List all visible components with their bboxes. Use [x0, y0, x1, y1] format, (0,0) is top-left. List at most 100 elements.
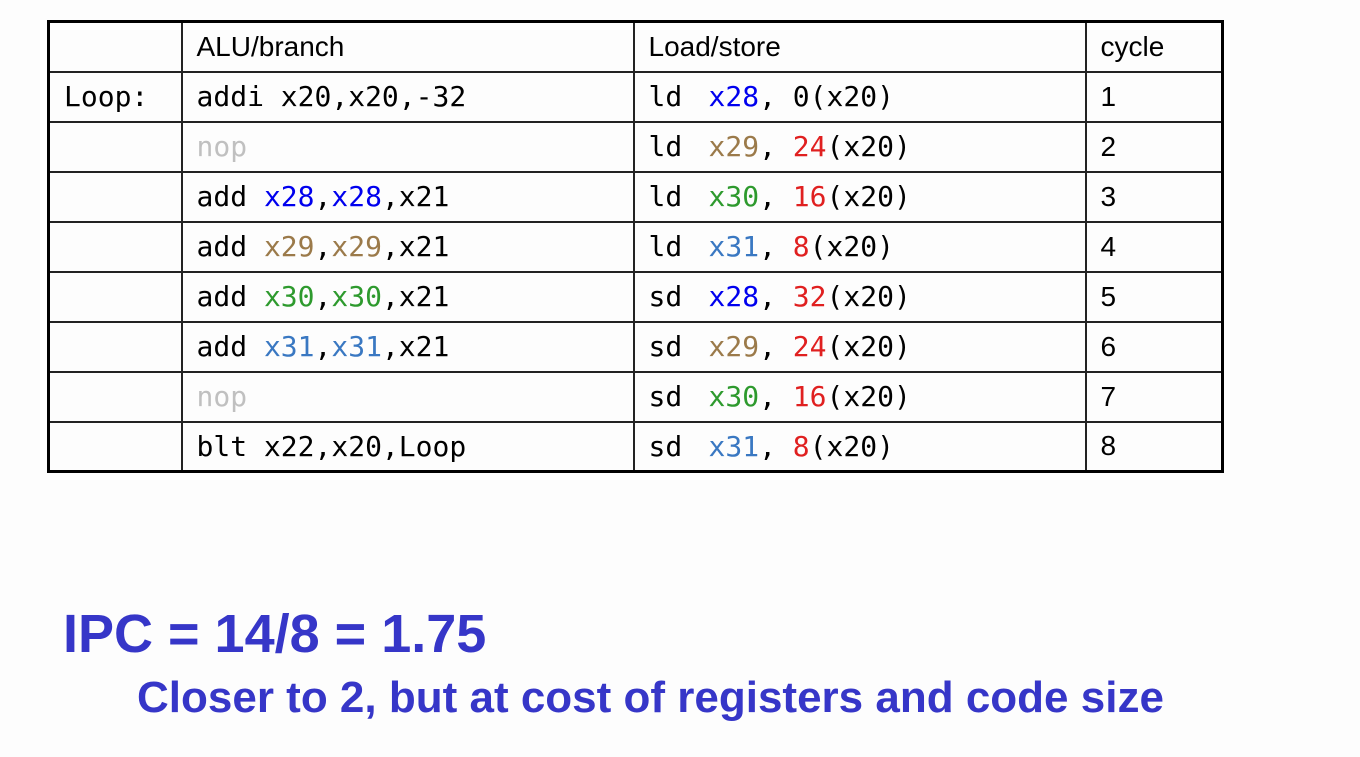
- load-store-cell: ld x30, 16(x20): [632, 170, 1087, 223]
- table-header-row: ALU/branch Load/store cycle: [47, 20, 1224, 73]
- load-store-operand-part: ,: [759, 230, 793, 263]
- ipc-formula: IPC = 14/8 = 1.75: [63, 604, 487, 664]
- alu-branch-cell: nop: [180, 120, 635, 173]
- load-store-operand-part: 32: [792, 280, 827, 313]
- cycle-cell: 3: [1084, 170, 1224, 223]
- alu-instruction-part: x31: [263, 330, 315, 363]
- alu-instruction-part: x30: [331, 280, 382, 313]
- load-store-operand-part: 8: [792, 429, 810, 463]
- loop-label-cell: [47, 370, 183, 423]
- cycle-cell: 6: [1084, 320, 1224, 373]
- alu-instruction-part: x29: [263, 230, 315, 263]
- load-store-operand-part: (x20): [826, 280, 911, 313]
- load-store-opcode: ld: [648, 180, 683, 213]
- alu-instruction-part: add: [196, 280, 264, 313]
- loop-label-cell: [47, 270, 183, 323]
- alu-instruction-part: ,x21: [381, 330, 450, 363]
- header-alu-branch: ALU/branch: [180, 20, 635, 73]
- load-store-opcode: sd: [648, 380, 683, 413]
- load-store-operand-part: (x20): [826, 180, 911, 213]
- alu-branch-cell: add x30,x30,x21: [180, 270, 635, 323]
- alu-instruction-part: ,: [314, 180, 332, 213]
- load-store-operand-part: (x20): [809, 230, 894, 263]
- load-store-operand-part: 0(x20): [792, 80, 894, 113]
- alu-instruction-part: x31: [331, 330, 382, 363]
- load-store-operand-part: (x20): [826, 380, 911, 413]
- load-store-operand-part: ,: [759, 380, 793, 413]
- loop-label-cell: [47, 170, 183, 223]
- load-store-cell: sd x30, 16(x20): [632, 370, 1087, 423]
- load-store-operand-part: 24: [792, 330, 827, 363]
- load-store-operand-part: x30: [708, 180, 760, 213]
- table-row: Loop: addi x20,x20,-32 ld x28, 0(x20) 1: [47, 70, 1224, 123]
- cycle-cell: 8: [1084, 420, 1224, 473]
- alu-instruction-part: ,: [314, 330, 332, 363]
- alu-branch-cell: add x29,x29,x21: [180, 220, 635, 273]
- load-store-operand-part: (x20): [809, 429, 894, 463]
- load-store-operand-part: 16: [792, 380, 827, 413]
- alu-instruction-part: ,x21: [381, 280, 450, 313]
- load-store-cell: ld x28, 0(x20): [632, 70, 1087, 123]
- load-store-opcode: ld: [648, 230, 683, 263]
- load-store-operand-part: x29: [708, 330, 760, 363]
- load-store-operand-part: 16: [792, 180, 827, 213]
- load-store-operand-part: ,: [759, 80, 793, 113]
- load-store-cell: sd x29, 24(x20): [632, 320, 1087, 373]
- schedule-body: Loop: addi x20,x20,-32 ld x28, 0(x20) 1 nop ld…: [47, 70, 1224, 473]
- load-store-operand-part: ,: [759, 180, 793, 213]
- loop-label-cell: [47, 420, 183, 473]
- cycle-cell: 5: [1084, 270, 1224, 323]
- load-store-operand-part: x29: [708, 130, 760, 163]
- load-store-operand-part: 24: [792, 130, 827, 163]
- load-store-opcode: sd: [648, 330, 683, 363]
- header-cycle: cycle: [1084, 20, 1224, 73]
- load-store-opcode: ld: [648, 80, 683, 113]
- alu-branch-cell: blt x22,x20,Loop: [180, 420, 635, 473]
- alu-branch-cell: add x28,x28,x21: [180, 170, 635, 223]
- alu-branch-cell: add x31,x31,x21: [180, 320, 635, 373]
- load-store-operand-part: ,: [759, 429, 793, 463]
- loop-label-cell: Loop:: [47, 70, 183, 123]
- alu-instruction-part: ,: [314, 230, 332, 263]
- alu-instruction-part: nop: [196, 380, 248, 413]
- alu-branch-cell: nop: [180, 370, 635, 423]
- cycle-cell: 1: [1084, 70, 1224, 123]
- load-store-operand-part: 8: [792, 230, 810, 263]
- load-store-operand-part: x30: [708, 380, 760, 413]
- alu-instruction-part: addi x20,x20,-32: [196, 80, 467, 113]
- load-store-operand-part: (x20): [826, 130, 911, 163]
- alu-instruction-part: x28: [331, 180, 382, 213]
- header-load-store: Load/store: [632, 20, 1087, 73]
- alu-instruction-part: ,: [314, 280, 332, 313]
- alu-instruction-part: add: [196, 330, 264, 363]
- alu-instruction-part: x28: [263, 180, 315, 213]
- loop-label-cell: [47, 120, 183, 173]
- table-row: nop sd x30, 16(x20) 7: [47, 370, 1224, 423]
- alu-instruction-part: nop: [196, 130, 248, 163]
- load-store-opcode: ld: [648, 130, 683, 163]
- loop-label-cell: [47, 320, 183, 373]
- schedule-table: ALU/branch Load/store cycle Loop: addi x2…: [47, 20, 1224, 473]
- header-label: [47, 20, 183, 73]
- cycle-cell: 4: [1084, 220, 1224, 273]
- load-store-operand-part: ,: [759, 330, 793, 363]
- load-store-operand-part: (x20): [826, 330, 911, 363]
- ipc-note: Closer to 2, but at cost of registers an…: [137, 673, 1164, 722]
- alu-branch-cell: addi x20,x20,-32: [180, 70, 635, 123]
- load-store-operand-part: x28: [708, 80, 760, 113]
- cycle-cell: 7: [1084, 370, 1224, 423]
- alu-instruction-part: ,x21: [381, 230, 450, 263]
- alu-instruction-part: add: [196, 180, 264, 213]
- loop-label-cell: [47, 220, 183, 273]
- alu-instruction-part: ,x21: [381, 180, 450, 213]
